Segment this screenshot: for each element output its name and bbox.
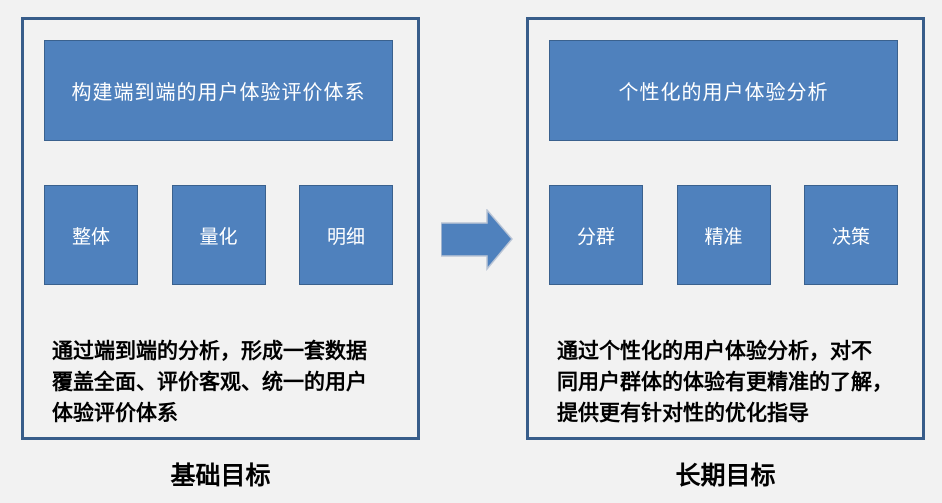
keyword-box: 分群 [549,185,643,285]
long-term-goal-header-box: 个性化的用户体验分析 [549,40,898,141]
keyword-box-label: 精准 [704,226,743,248]
keyword-box-label: 整体 [71,226,110,248]
keyword-box-label: 明细 [326,226,365,248]
right-arrow-icon [440,207,513,272]
keyword-box: 量化 [171,185,266,285]
long-term-goal-header-text: 个性化的用户体验分析 [618,82,829,104]
keyword-box: 精准 [676,185,771,285]
description-line: 通过端到端的分析，形成一套数据 [52,340,367,363]
basic-goal-header-box: 构建端到端的用户体验评价体系 [44,40,393,141]
description-line: 通过个性化的用户体验分析，对不 [557,340,872,363]
description-line: 同用户群体的体验有更精准的了解， [557,371,893,394]
long-term-goal-label: 长期目标 [675,462,776,490]
keyword-box: 明细 [299,185,393,285]
long-term-goal-description: 通过个性化的用户体验分析，对不 同用户群体的体验有更精准的了解， 提供更有针对性… [557,336,915,429]
basic-goal-label: 基础目标 [170,462,271,490]
keyword-box-label: 决策 [831,226,870,248]
description-line: 覆盖全面、评价客观、统一的用户 [52,371,367,394]
keyword-box-label: 分群 [576,226,615,248]
keyword-box-label: 量化 [199,226,238,248]
description-line: 提供更有针对性的优化指导 [557,402,809,425]
panel-basic-goal: 构建端到端的用户体验评价体系 整体 量化 明细 通过端到端的分析，形成一套数据 … [21,17,420,440]
description-line: 体验评价体系 [52,402,178,425]
long-term-goal-keyword-row: 分群 精准 决策 [549,185,898,285]
keyword-box: 整体 [44,185,138,285]
basic-goal-header-text: 构建端到端的用户体验评价体系 [71,82,366,104]
keyword-box: 决策 [804,185,898,285]
panel-long-term-goal: 个性化的用户体验分析 分群 精准 决策 通过个性化的用户体验分析，对不 同用户群… [526,17,925,440]
basic-goal-description: 通过端到端的分析，形成一套数据 覆盖全面、评价客观、统一的用户 体验评价体系 [52,336,410,429]
basic-goal-keyword-row: 整体 量化 明细 [44,185,393,285]
